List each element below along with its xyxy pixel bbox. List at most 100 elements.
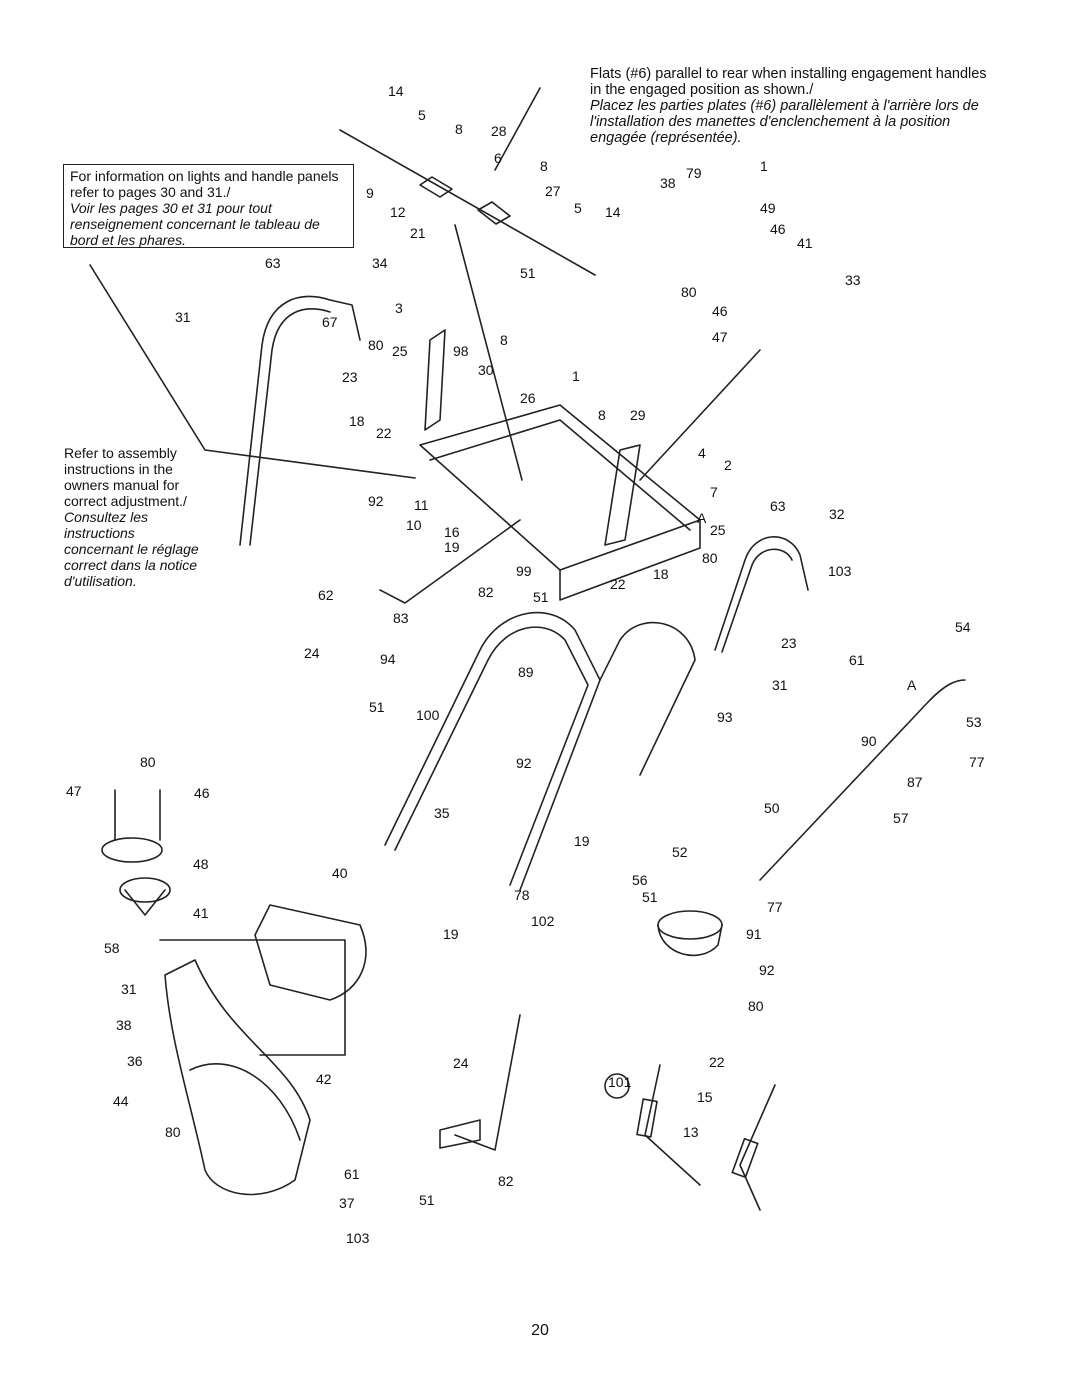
callout-103: 103	[828, 563, 852, 579]
callout-80: 80	[681, 284, 697, 300]
callout-77: 77	[767, 899, 783, 915]
note-assembly-fr: Consultez les instructions concernant le…	[64, 509, 199, 589]
callout-46: 46	[712, 303, 728, 319]
callout-27: 27	[545, 183, 561, 199]
note-lights-box: For information on lights and handle pan…	[63, 164, 354, 248]
callout-80: 80	[140, 754, 156, 770]
callout-91: 91	[746, 926, 762, 942]
callout-67: 67	[322, 314, 338, 330]
callout-33: 33	[845, 272, 861, 288]
callout-87: 87	[907, 774, 923, 790]
callout-51: 51	[642, 889, 658, 905]
callout-80: 80	[748, 998, 764, 1014]
callout-80: 80	[702, 550, 718, 566]
callout-2: 2	[724, 457, 732, 473]
callout-29: 29	[630, 407, 646, 423]
callout-103: 103	[346, 1230, 370, 1246]
callout-54: 54	[955, 619, 971, 635]
callout-18: 18	[653, 566, 669, 582]
callout-63: 63	[770, 498, 786, 514]
callout-89: 89	[518, 664, 534, 680]
callout-26: 26	[520, 390, 536, 406]
callout-98: 98	[453, 343, 469, 359]
callout-35: 35	[434, 805, 450, 821]
callout-4: 4	[698, 445, 706, 461]
callout-24: 24	[304, 645, 320, 661]
callout-1: 1	[760, 158, 768, 174]
callout-18: 18	[349, 413, 365, 429]
callout-14: 14	[388, 83, 404, 99]
callout-31: 31	[121, 981, 137, 997]
callout-31: 31	[175, 309, 191, 325]
callout-49: 49	[760, 200, 776, 216]
callout-A: A	[907, 677, 917, 693]
note-assembly-en: Refer to assembly instructions in the ow…	[64, 445, 187, 509]
callout-21: 21	[410, 225, 426, 241]
callout-58: 58	[104, 940, 120, 956]
callout-61: 61	[849, 652, 865, 668]
callout-22: 22	[709, 1054, 725, 1070]
callout-77: 77	[969, 754, 985, 770]
callout-22: 22	[376, 425, 392, 441]
callout-51: 51	[520, 265, 536, 281]
callout-102: 102	[531, 913, 555, 929]
callout-10: 10	[406, 517, 422, 533]
callout-14: 14	[605, 204, 621, 220]
callout-57: 57	[893, 810, 909, 826]
callout-82: 82	[478, 584, 494, 600]
callout-25: 25	[710, 522, 726, 538]
callout-1: 1	[572, 368, 580, 384]
callout-51: 51	[369, 699, 385, 715]
note-flats: Flats (#6) parallel to rear when install…	[590, 66, 990, 146]
callout-83: 83	[393, 610, 409, 626]
callout-62: 62	[318, 587, 334, 603]
callout-38: 38	[660, 175, 676, 191]
callout-19: 19	[443, 926, 459, 942]
note-assembly: Refer to assembly instructions in the ow…	[64, 445, 204, 589]
callout-8: 8	[598, 407, 606, 423]
callout-48: 48	[193, 856, 209, 872]
note-flats-fr: Placez les parties plates (#6) parallèle…	[590, 98, 979, 146]
callout-44: 44	[113, 1093, 129, 1109]
callout-82: 82	[498, 1173, 514, 1189]
callout-94: 94	[380, 651, 396, 667]
callout-46: 46	[770, 221, 786, 237]
callout-46: 46	[194, 785, 210, 801]
page-number: 20	[531, 1322, 549, 1339]
callout-28: 28	[491, 123, 507, 139]
callout-41: 41	[797, 235, 813, 251]
callout-63: 63	[265, 255, 281, 271]
callout-31: 31	[772, 677, 788, 693]
callout-3: 3	[395, 300, 403, 316]
callout-40: 40	[332, 865, 348, 881]
callout-50: 50	[764, 800, 780, 816]
callout-56: 56	[632, 872, 648, 888]
callout-38: 38	[116, 1017, 132, 1033]
callout-36: 36	[127, 1053, 143, 1069]
callout-9: 9	[366, 185, 374, 201]
callout-8: 8	[500, 332, 508, 348]
callout-61: 61	[344, 1166, 360, 1182]
callout-25: 25	[392, 343, 408, 359]
callout-6: 6	[494, 150, 502, 166]
callout-24: 24	[453, 1055, 469, 1071]
callout-11: 11	[414, 497, 429, 513]
callout-30: 30	[478, 362, 494, 378]
callout-13: 13	[683, 1124, 699, 1140]
callout-80: 80	[165, 1124, 181, 1140]
callout-99: 99	[516, 563, 532, 579]
callout-41: 41	[193, 905, 209, 921]
callout-16: 16	[444, 524, 460, 540]
callout-93: 93	[717, 709, 733, 725]
callout-90: 90	[861, 733, 877, 749]
callout-52: 52	[672, 844, 688, 860]
callout-100: 100	[416, 707, 440, 723]
callout-5: 5	[574, 200, 582, 216]
callout-7: 7	[710, 484, 718, 500]
callout-47: 47	[66, 783, 82, 799]
callout-8: 8	[540, 158, 548, 174]
callout-23: 23	[342, 369, 358, 385]
callout-78: 78	[514, 887, 530, 903]
